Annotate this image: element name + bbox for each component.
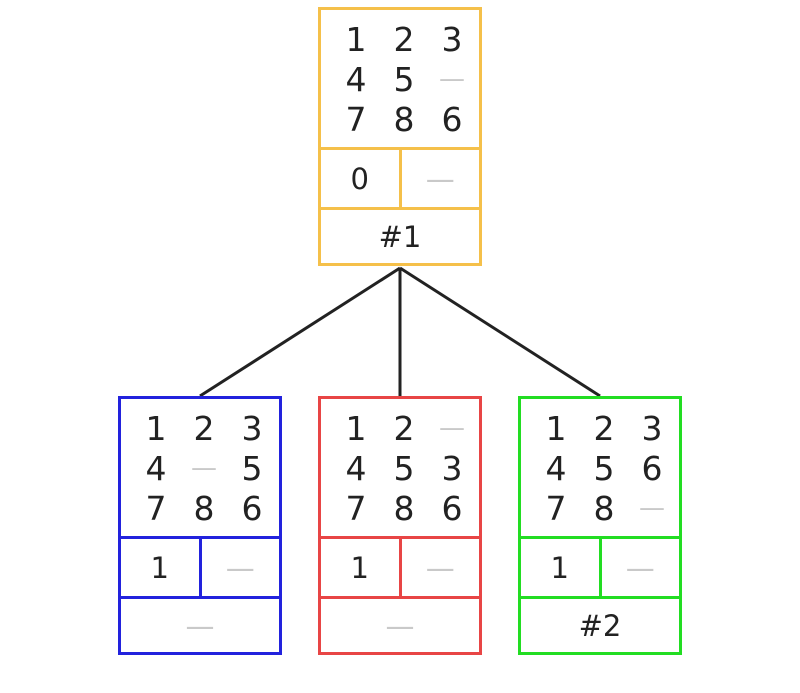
tile: 1 [145, 408, 167, 448]
cost-value: 1 [550, 550, 569, 585]
tile: — [439, 64, 465, 94]
tile: 6 [641, 448, 663, 488]
tile: 3 [241, 408, 263, 448]
step-value: — [398, 539, 480, 596]
tile: 8 [393, 488, 415, 528]
tile: 6 [441, 488, 463, 528]
tile: 2 [393, 19, 415, 59]
tile: 4 [345, 59, 367, 99]
node-label: #1 [321, 207, 479, 263]
node-meta-row: 1 — [121, 536, 279, 596]
tile: 2 [193, 408, 215, 448]
child-node-right: 1 2 3 4 5 6 7 8 — 1 — #2 [518, 396, 682, 655]
node-label: — [321, 596, 479, 652]
tile: 6 [441, 99, 463, 139]
tile: 3 [641, 408, 663, 448]
node-label: — [121, 596, 279, 652]
tile: 8 [193, 488, 215, 528]
puzzle-grid: 1 2 3 4 5 — 7 8 6 [321, 10, 479, 147]
edge-root-left [199, 266, 401, 398]
cost-value: 1 [350, 550, 369, 585]
tile: 5 [593, 448, 615, 488]
tile: 1 [345, 19, 367, 59]
cost-value: 0 [350, 161, 369, 196]
tile: 3 [441, 19, 463, 59]
tile: 7 [545, 488, 567, 528]
puzzle-grid: 1 2 — 4 5 3 7 8 6 [321, 399, 479, 536]
tile: — [191, 453, 217, 483]
child-node-left: 1 2 3 4 — 5 7 8 6 1 — — [118, 396, 282, 655]
tile: 7 [345, 488, 367, 528]
puzzle-grid: 1 2 3 4 — 5 7 8 6 [121, 399, 279, 536]
root-node: 1 2 3 4 5 — 7 8 6 0 — #1 [318, 7, 482, 266]
tile: 6 [241, 488, 263, 528]
node-meta-row: 0 — [321, 147, 479, 207]
tile: 4 [545, 448, 567, 488]
tile: 8 [593, 488, 615, 528]
step-value: — [198, 539, 280, 596]
tile: 5 [393, 59, 415, 99]
tile: 1 [545, 408, 567, 448]
tile: 7 [345, 99, 367, 139]
tile: — [639, 493, 665, 523]
node-meta-row: 1 — [321, 536, 479, 596]
tile: 2 [393, 408, 415, 448]
edge-root-right [399, 266, 601, 398]
tile: 4 [345, 448, 367, 488]
step-value: — [598, 539, 680, 596]
tile: 4 [145, 448, 167, 488]
tile: 5 [393, 448, 415, 488]
node-meta-row: 1 — [521, 536, 679, 596]
tile: 5 [241, 448, 263, 488]
step-value: — [398, 150, 480, 207]
tile: 1 [345, 408, 367, 448]
tile: — [439, 413, 465, 443]
tile: 7 [145, 488, 167, 528]
tile: 3 [441, 448, 463, 488]
child-node-middle: 1 2 — 4 5 3 7 8 6 1 — — [318, 396, 482, 655]
tile: 2 [593, 408, 615, 448]
tile: 8 [393, 99, 415, 139]
node-label: #2 [521, 596, 679, 652]
puzzle-grid: 1 2 3 4 5 6 7 8 — [521, 399, 679, 536]
cost-value: 1 [150, 550, 169, 585]
